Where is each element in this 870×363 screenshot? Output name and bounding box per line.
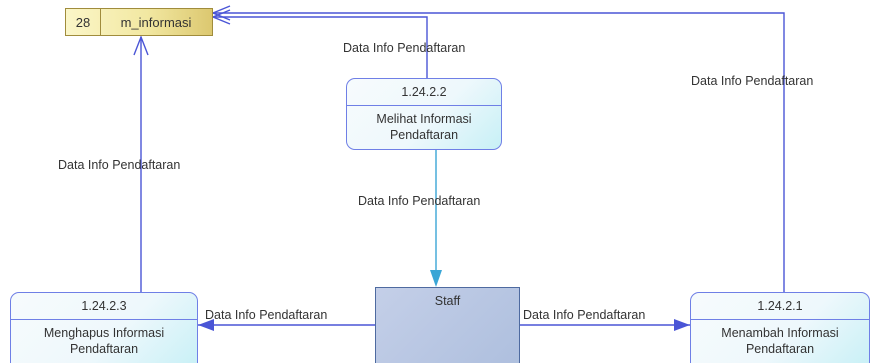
data-store-id: 28 bbox=[66, 9, 101, 35]
data-store-name: m_informasi bbox=[120, 14, 192, 30]
process-name-line1: Menambah Informasi bbox=[721, 326, 839, 340]
arrowhead-hapus bbox=[198, 319, 214, 331]
flow-label-staff-to-hapus: Data Info Pendaftaran bbox=[205, 308, 328, 322]
flow-label-staff-to-tambah: Data Info Pendaftaran bbox=[523, 308, 646, 322]
process-id: 1.24.2.3 bbox=[11, 293, 197, 320]
process-melihat-informasi[interactable]: 1.24.2.2 Melihat Informasi Pendaftaran bbox=[346, 78, 502, 150]
process-menambah-informasi[interactable]: 1.24.2.1 Menambah Informasi Pendaftaran bbox=[690, 292, 870, 363]
arrowhead-store-hapus bbox=[133, 35, 149, 56]
flow-label-lihat-to-staff: Data Info Pendaftaran bbox=[358, 194, 481, 208]
flow-label-hapus-to-store: Data Info Pendaftaran bbox=[58, 158, 181, 172]
process-menghapus-informasi[interactable]: 1.24.2.3 Menghapus Informasi Pendaftaran bbox=[10, 292, 198, 363]
arrowhead-store-tambah bbox=[211, 5, 231, 21]
process-name-line1: Menghapus Informasi bbox=[43, 326, 165, 340]
process-id: 1.24.2.2 bbox=[347, 79, 501, 106]
arrowhead-tambah bbox=[674, 319, 690, 331]
process-name-line1: Melihat Informasi bbox=[376, 112, 472, 126]
process-name-line2: Pendaftaran bbox=[745, 342, 815, 356]
process-name-line2: Pendaftaran bbox=[389, 128, 459, 142]
arrowhead-staff bbox=[430, 270, 442, 287]
entity-staff[interactable]: Staff bbox=[375, 287, 520, 363]
entity-name: Staff bbox=[434, 294, 461, 308]
flow-label-lihat-to-store: Data Info Pendaftaran bbox=[343, 41, 466, 55]
flow-label-tambah-to-store: Data Info Pendaftaran bbox=[691, 74, 814, 88]
process-id: 1.24.2.1 bbox=[691, 293, 869, 320]
flow-lihat-to-store bbox=[213, 16, 428, 78]
process-name: Menghapus Informasi Pendaftaran bbox=[11, 320, 197, 357]
process-name: Melihat Informasi Pendaftaran bbox=[347, 106, 501, 143]
process-name: Menambah Informasi Pendaftaran bbox=[691, 320, 869, 357]
arrowhead-store-lihat bbox=[211, 9, 231, 25]
process-name-line2: Pendaftaran bbox=[69, 342, 139, 356]
data-store-m-informasi[interactable]: 28 m_informasi bbox=[65, 8, 213, 36]
flow-tambah-to-store bbox=[213, 12, 785, 292]
